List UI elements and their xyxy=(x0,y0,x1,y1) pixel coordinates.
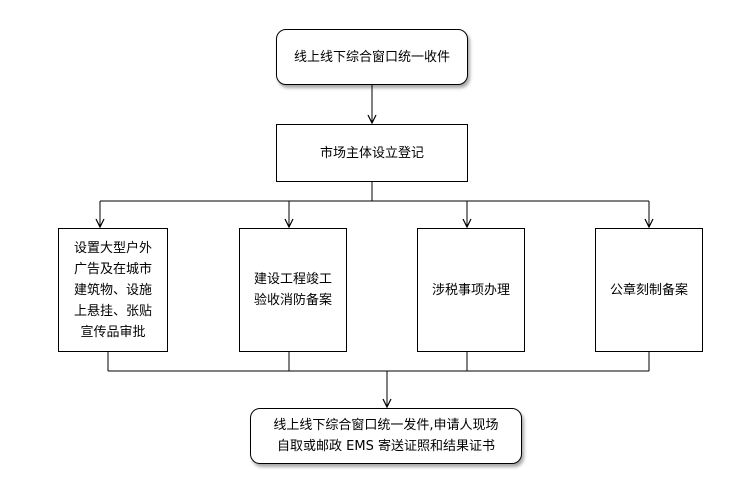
node-branch-seal-label: 公章刻制备案 xyxy=(609,282,688,298)
node-branch-fire-acceptance: 建设工程竣工 验收消防备案 xyxy=(239,228,347,352)
node-branch-tax: 涉税事项办理 xyxy=(417,228,525,352)
node-branch-fire-acceptance-label: 建设工程竣工 验收消防备案 xyxy=(253,272,332,308)
node-start-label: 线上线下综合窗口统一收件 xyxy=(293,49,450,65)
node-branch-outdoor-ad-label: 设置大型户外 广告及在城市 建筑物、设施 上悬挂、张贴 宣传品审批 xyxy=(73,240,152,340)
node-end: 线上线下综合窗口统一发件,申请人现场 自取或邮政 EMS 寄送证照和结果证书 xyxy=(250,408,522,464)
node-end-label: 线上线下综合窗口统一发件,申请人现场 自取或邮政 EMS 寄送证照和结果证书 xyxy=(273,418,499,454)
node-register-label: 市场主体设立登记 xyxy=(319,145,424,161)
node-branch-seal: 公章刻制备案 xyxy=(595,228,703,352)
node-branch-outdoor-ad: 设置大型户外 广告及在城市 建筑物、设施 上悬挂、张贴 宣传品审批 xyxy=(58,228,168,352)
node-register: 市场主体设立登记 xyxy=(276,124,468,182)
node-branch-tax-label: 涉税事项办理 xyxy=(431,282,510,298)
node-start: 线上线下综合窗口统一收件 xyxy=(276,29,468,85)
